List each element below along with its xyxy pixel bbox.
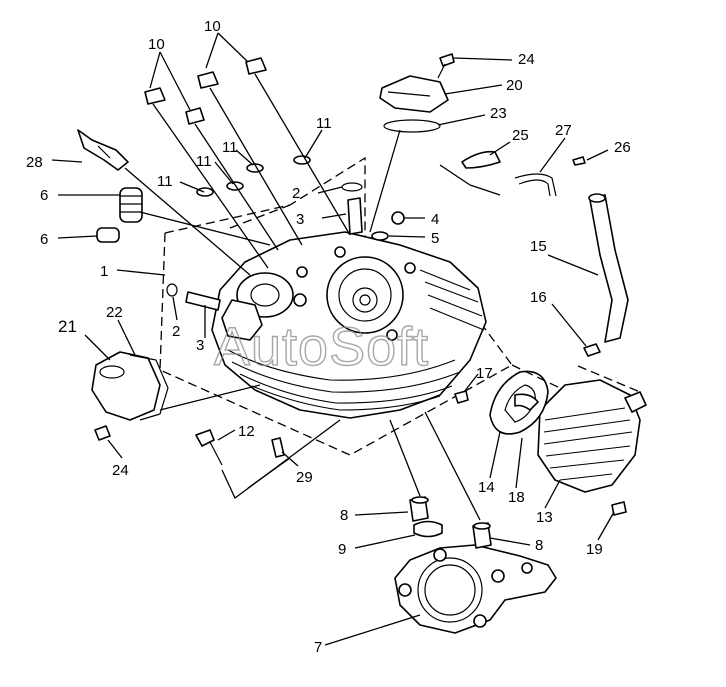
callout-11-mid: 11 [222, 139, 238, 156]
thermostat-housing [91, 351, 169, 421]
callout-19: 19 [586, 541, 603, 558]
cover-gasket [489, 370, 549, 435]
callout-16: 16 [530, 289, 547, 306]
callout-10-top: 10 [204, 18, 221, 35]
callout-27: 27 [555, 122, 572, 139]
breather-hose [588, 193, 629, 343]
cylinder-head [211, 231, 487, 419]
callout-12: 12 [238, 423, 255, 440]
callout-9: 9 [338, 541, 346, 558]
callout-22: 22 [106, 304, 123, 321]
callout-2-lower: 2 [172, 323, 180, 340]
callout-7: 7 [314, 639, 322, 656]
callout-11-right: 11 [316, 115, 332, 132]
temperature-sensor [77, 129, 129, 171]
callout-26: 26 [614, 139, 631, 156]
callout-20: 20 [506, 77, 523, 94]
callout-10-left: 10 [148, 36, 165, 53]
small-bolts [94, 390, 627, 516]
hose-clip [583, 343, 601, 357]
callout-28: 28 [26, 154, 43, 171]
callout-6-upper: 6 [40, 187, 48, 204]
assembly-outline [159, 156, 513, 456]
callout-29: 29 [296, 469, 313, 486]
callout-labels: 10 10 11 11 11 11 28 6 6 1 2 3 4 5 2 3 2… [26, 18, 631, 656]
callout-4: 4 [431, 211, 439, 228]
valve-springs [96, 187, 143, 243]
callout-21: 21 [58, 317, 77, 336]
callout-8-left: 8 [340, 507, 348, 524]
callout-2-upper: 2 [292, 185, 300, 202]
side-cover [537, 379, 647, 493]
callout-1: 1 [100, 263, 108, 280]
callout-13: 13 [536, 509, 553, 526]
callout-6-lower: 6 [40, 231, 48, 248]
leader-lines [51, 32, 641, 646]
callout-11-inner: 11 [196, 153, 212, 170]
callout-8-right: 8 [535, 537, 543, 554]
callout-24-left: 24 [112, 462, 129, 479]
callout-17: 17 [476, 365, 493, 382]
head-gasket [394, 544, 557, 634]
studs [166, 182, 405, 311]
cap-nuts [144, 57, 311, 197]
callout-24-top: 24 [518, 51, 535, 68]
valve-cover-top [379, 53, 455, 133]
callout-15: 15 [530, 238, 547, 255]
callout-14: 14 [478, 479, 495, 496]
callout-23: 23 [490, 105, 507, 122]
callout-3-upper: 3 [296, 211, 304, 228]
dowel-pins [409, 496, 492, 549]
callout-3-lower: 3 [196, 337, 204, 354]
callout-25: 25 [512, 127, 529, 144]
callout-18: 18 [508, 489, 525, 506]
watermark: AutoSoft [214, 317, 429, 377]
callout-5: 5 [431, 230, 439, 247]
breather-bracket [461, 150, 586, 197]
callout-11-left: 11 [157, 173, 173, 190]
